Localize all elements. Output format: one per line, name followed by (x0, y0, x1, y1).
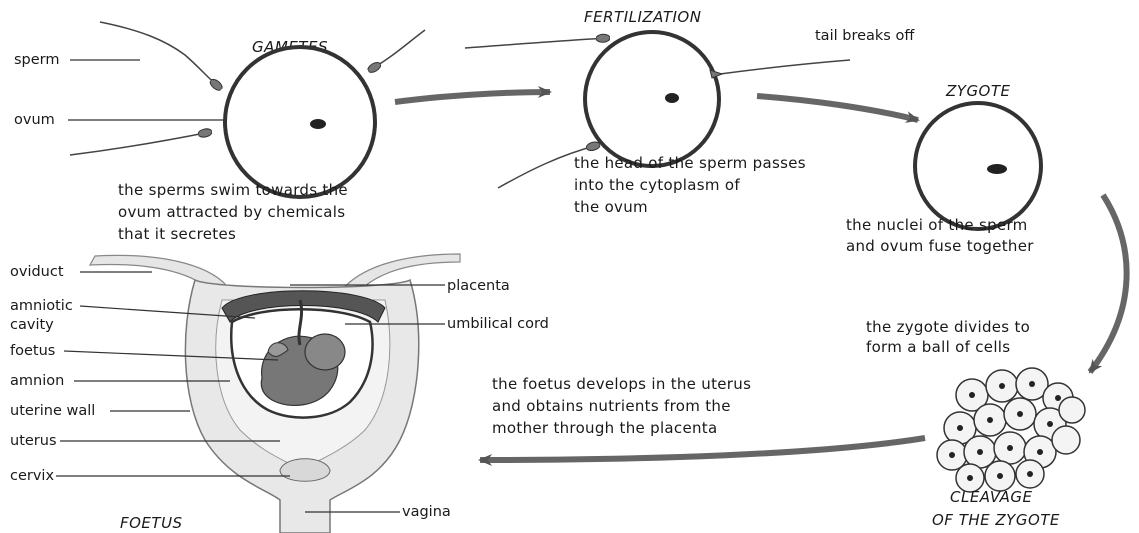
sperm-head (710, 70, 722, 78)
flow-arrow (480, 438, 925, 460)
cleavage-title-line: OF THE ZYGOTE (932, 511, 1060, 529)
sperm-tail (720, 60, 850, 74)
foetus-caption-line: and obtains nutrients from the (492, 397, 731, 415)
ovum-nucleus (310, 119, 326, 129)
amniotic-cavity-label-line: cavity (10, 317, 54, 333)
oviduct-label: oviduct (10, 264, 64, 280)
foetus-label: foetus (10, 343, 55, 359)
cleavage-title-line: CLEAVAGE (950, 488, 1032, 506)
sperm-cell (70, 132, 210, 155)
umbilical-cord-label: umbilical cord (447, 316, 549, 332)
zygote-title: ZYGOTE (945, 82, 1011, 100)
flow-arrow (395, 92, 550, 102)
ball-of-cells (937, 368, 1085, 492)
gametes-stage: GAMETES sperm ovum the sperms swim towar… (14, 22, 425, 243)
cleavage-caption-line: form a ball of cells (866, 338, 1010, 356)
cleavage-caption-line: the zygote divides to (866, 318, 1030, 336)
zygote-caption-line: the nuclei of the sperm (846, 216, 1028, 234)
fertilized-ovum-circle (585, 32, 719, 166)
uterine-wall-label: uterine wall (10, 403, 95, 419)
amnion-label: amnion (10, 373, 64, 389)
zygote-caption-line: and ovum fuse together (846, 237, 1034, 255)
ovum-circle (225, 47, 375, 197)
tail-breaks-off-label: tail breaks off (815, 28, 915, 44)
fertilization-caption-line: the head of the sperm passes (574, 154, 806, 172)
cleavage-stage: the zygote divides to form a ball of cel… (866, 318, 1085, 529)
foetus-stage: the foetus develops in the uterus and ob… (10, 254, 751, 533)
fertilization-stage: FERTILIZATION tail breaks off the head o… (465, 8, 915, 216)
ovum-nucleus (665, 93, 679, 103)
ovum-label: ovum (14, 112, 55, 128)
fused-nuclei (987, 164, 1007, 174)
fertilization-caption-line: the ovum (574, 198, 648, 216)
fertilization-caption-line: into the cytoplasm of (574, 176, 740, 194)
uterus-drawing (90, 254, 460, 533)
gametes-caption-line: ovum attracted by chemicals (118, 203, 345, 221)
fertilization-title: FERTILIZATION (584, 8, 701, 26)
vagina-label: vagina (402, 504, 451, 520)
foetus-caption-line: mother through the placenta (492, 419, 717, 437)
foetus-caption-line: the foetus develops in the uterus (492, 375, 751, 393)
placenta-label: placenta (447, 278, 510, 294)
gametes-caption-line: that it secretes (118, 225, 236, 243)
sperm-cell (465, 38, 608, 48)
flow-arrow (1090, 195, 1127, 372)
gametes-caption-line: the sperms swim towards the (118, 181, 348, 199)
sperm-cell (100, 22, 220, 88)
sperm-cell (370, 30, 425, 70)
zygote-circle (915, 103, 1041, 229)
sperm-label: sperm (14, 52, 60, 68)
foetus-title: FOETUS (120, 514, 183, 532)
amniotic-cavity-label-line: amniotic (10, 298, 73, 314)
uterus-label: uterus (10, 433, 57, 449)
cervix-label: cervix (10, 468, 54, 484)
flow-arrow (757, 96, 918, 120)
